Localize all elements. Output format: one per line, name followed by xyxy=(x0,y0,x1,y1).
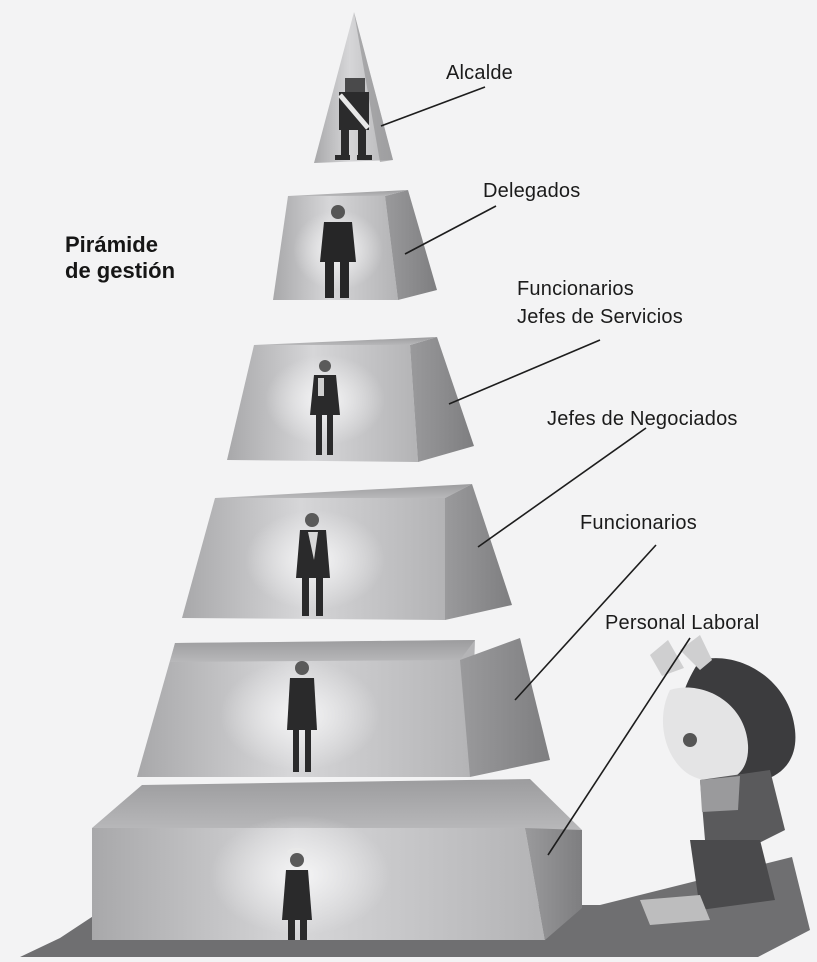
pyramid-level-4 xyxy=(182,484,512,620)
figure-personal-laboral xyxy=(282,848,312,940)
leader-line-funcionarios-jefes xyxy=(448,339,601,405)
diagram-title: Pirámide de gestión xyxy=(65,232,175,284)
label-jefes-negociados: Jefes de Negociados xyxy=(547,408,738,430)
leader-line-alcalde xyxy=(380,86,486,127)
diagram-title-line-1: Pirámide xyxy=(65,232,158,257)
pyramid-level-3 xyxy=(227,337,474,462)
figure-funcionario xyxy=(287,661,317,772)
pyramid-level-6 xyxy=(92,779,582,940)
label-alcalde: Alcalde xyxy=(446,62,513,84)
leader-line-jefes-negociados xyxy=(477,427,647,548)
label-funcionarios-jefes-line-2: Jefes de Servicios xyxy=(517,306,683,328)
leader-line-personal-laboral xyxy=(547,637,691,856)
diagram-title-line-2: de gestión xyxy=(65,258,176,283)
leader-line-funcionarios xyxy=(514,544,657,701)
leader-lines xyxy=(380,86,691,856)
pyramid-level-2 xyxy=(273,190,437,300)
figure-alcalde xyxy=(335,78,372,160)
label-delegados: Delegados xyxy=(483,180,581,202)
figure-jefe-servicios xyxy=(310,360,340,455)
leader-line-delegados xyxy=(404,205,497,255)
figure-delegado xyxy=(320,205,356,298)
child-character-illustration xyxy=(640,635,796,925)
figure-jefe-negociados xyxy=(296,513,330,616)
pyramid-level-5 xyxy=(137,638,550,777)
label-funcionarios: Funcionarios xyxy=(580,512,697,534)
label-personal-laboral: Personal Laboral xyxy=(605,612,760,634)
label-funcionarios-jefes-line-1: Funcionarios xyxy=(517,278,634,300)
